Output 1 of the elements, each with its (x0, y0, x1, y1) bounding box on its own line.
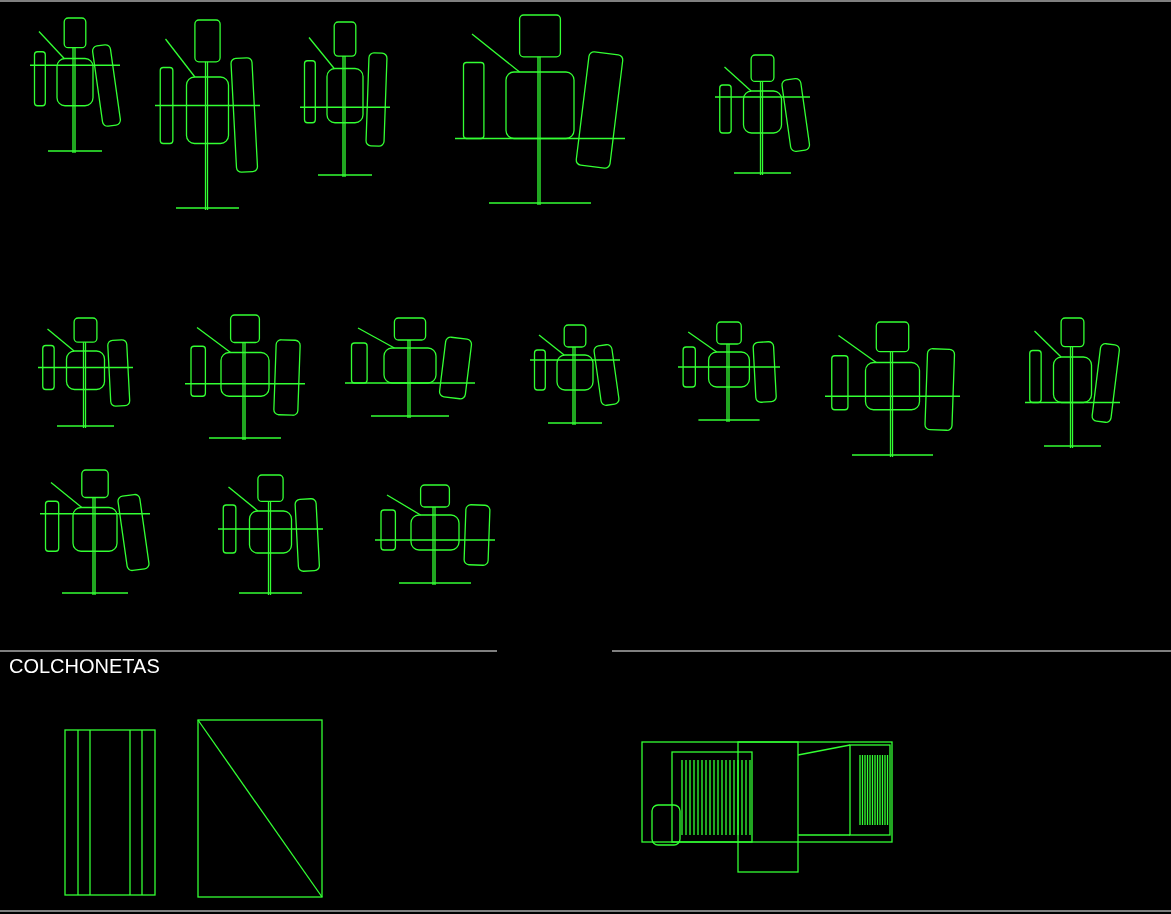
section-heading: COLCHONETAS (9, 655, 160, 678)
